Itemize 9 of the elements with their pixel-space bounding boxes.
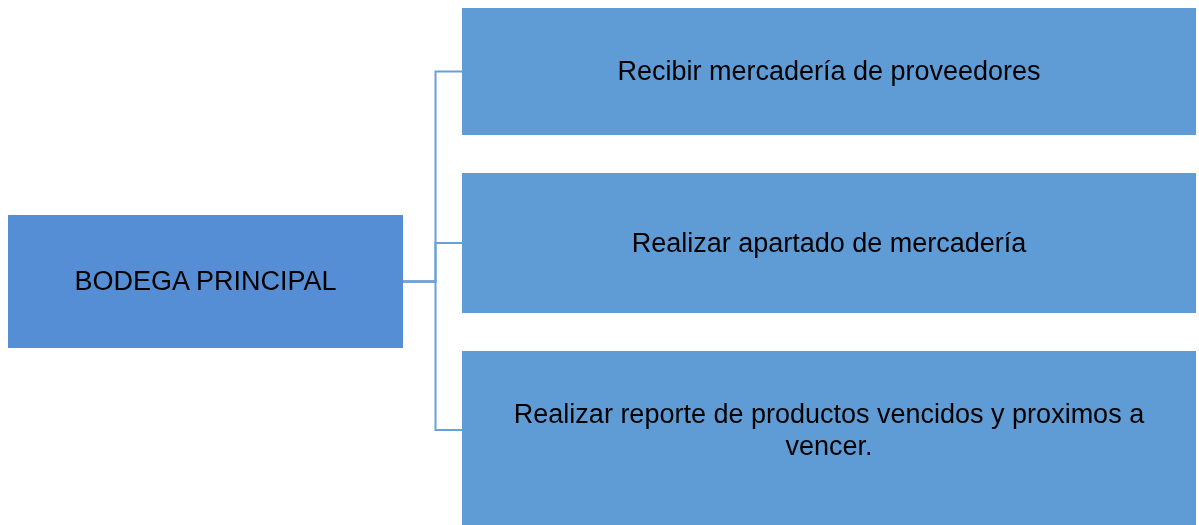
process-box bbox=[8, 215, 403, 348]
process-box bbox=[462, 173, 1196, 313]
process-box bbox=[462, 8, 1196, 135]
box-label: Recibir mercadería de proveedores bbox=[617, 55, 1041, 88]
process-box bbox=[462, 351, 1196, 525]
box-label: BODEGA PRINCIPAL bbox=[74, 265, 337, 298]
connector-line bbox=[402, 280, 463, 431]
box-label: Realizar reporte de productos vencidos y proximos a vencer. bbox=[512, 397, 1146, 463]
box-label: Realizar apartado de mercadería bbox=[631, 226, 1027, 260]
